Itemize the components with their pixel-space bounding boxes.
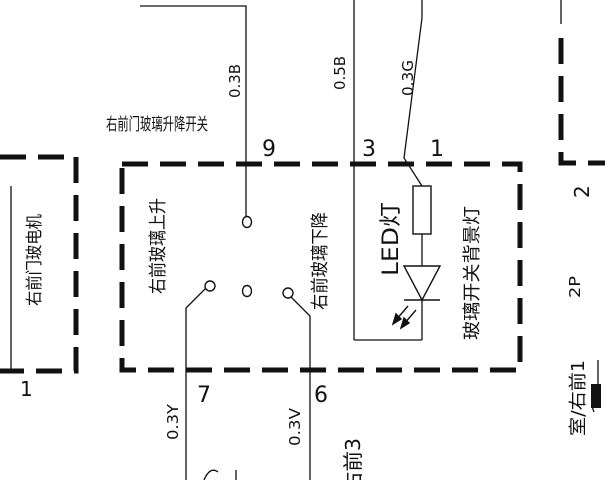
led-diode <box>402 265 442 302</box>
up-label: 右前玻璃上升 <box>148 198 169 294</box>
contact-9-bottom <box>241 284 253 298</box>
wire-label-3: 0.5B <box>331 56 349 90</box>
bottom-partial-label: 右前3 <box>341 438 365 480</box>
down-label: 右前玻璃下降 <box>310 212 331 310</box>
backlight-label: 玻璃开关背景灯 <box>462 206 483 340</box>
resistor <box>412 185 432 235</box>
motor-box <box>0 154 79 374</box>
wire-label-6: 0.3V <box>286 407 304 446</box>
led-triangle <box>402 265 442 302</box>
pin-7: 7 <box>197 383 211 408</box>
pin-9: 9 <box>262 137 276 162</box>
wire-9 <box>140 5 247 216</box>
pin-3: 3 <box>362 137 376 162</box>
contacts <box>204 215 294 299</box>
dashed-boxes <box>0 38 605 374</box>
wire-1 <box>403 0 423 187</box>
connector-label: 2P <box>566 276 584 298</box>
pin-6: 6 <box>314 383 328 408</box>
wires <box>10 0 562 480</box>
contact-9-top <box>241 215 253 229</box>
bottom-partial-mark <box>203 469 219 480</box>
motor-pin-1: 1 <box>20 377 33 401</box>
contact-6 <box>282 287 294 299</box>
right-dashed-line <box>558 38 605 166</box>
connector-plug <box>591 384 601 408</box>
dest-label: 室/右前1 <box>568 360 589 436</box>
wire-7 <box>185 285 209 480</box>
contact-7 <box>204 280 216 292</box>
motor-label: 右前门玻电机 <box>25 214 45 306</box>
title: 右前门玻璃升降开关 <box>106 115 208 135</box>
wire-label-1: 0.3G <box>399 60 417 96</box>
pin-1: 1 <box>430 137 444 162</box>
wire-6 <box>289 295 311 480</box>
right-pin-2: 2 <box>570 185 594 198</box>
wire-label-9: 0.3B <box>226 64 244 98</box>
led-label: LED灯 <box>379 202 404 276</box>
connector-bracket <box>592 399 599 413</box>
wire-label-7: 0.3Y <box>164 403 182 440</box>
switch-box <box>119 161 523 373</box>
led-arrows <box>391 305 417 330</box>
